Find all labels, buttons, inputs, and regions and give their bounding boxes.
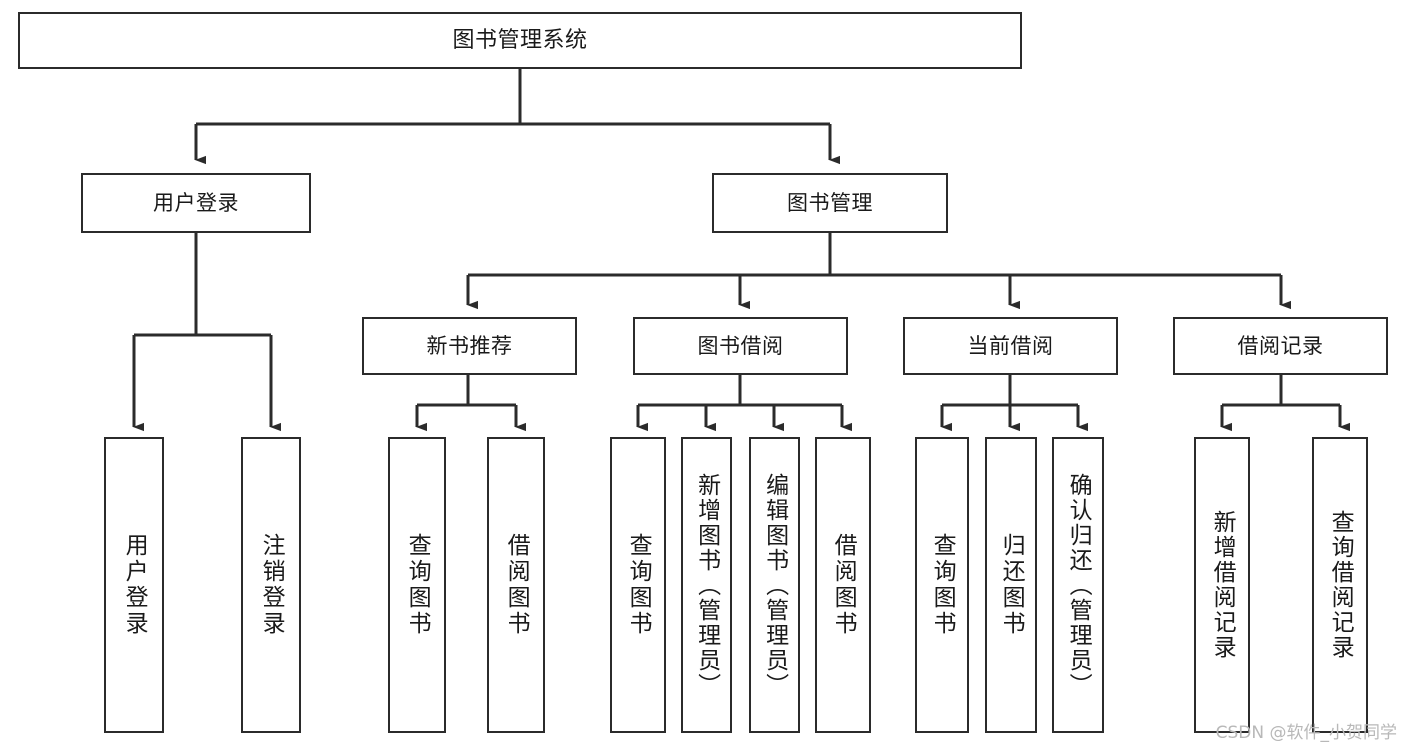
node-label: 编辑图书（管理员）	[761, 472, 788, 698]
node-label: 借阅图书	[830, 533, 857, 637]
leaf-borrow-record-add[interactable]: 新增借阅记录	[1194, 437, 1250, 733]
node-label: 当前借阅	[967, 333, 1054, 358]
node-new-book-recommend[interactable]: 新书推荐	[362, 317, 577, 375]
leaf-book-borrow-edit[interactable]: 编辑图书（管理员）	[749, 437, 800, 733]
leaf-new-book-borrow[interactable]: 借阅图书	[487, 437, 545, 733]
leaf-new-book-query[interactable]: 查询图书	[388, 437, 446, 733]
leaf-current-borrow-confirm[interactable]: 确认归还（管理员）	[1052, 437, 1104, 733]
node-borrow-record[interactable]: 借阅记录	[1173, 317, 1388, 375]
leaf-borrow-record-query[interactable]: 查询借阅记录	[1312, 437, 1368, 733]
node-book-management[interactable]: 图书管理	[712, 173, 948, 233]
node-label: 归还图书	[998, 533, 1025, 637]
leaf-current-borrow-query[interactable]: 查询图书	[915, 437, 969, 733]
leaf-user-login-logout[interactable]: 注销登录	[241, 437, 301, 733]
node-label: 借阅记录	[1237, 333, 1324, 358]
node-label: 确认归还（管理员）	[1065, 472, 1092, 698]
node-label: 查询图书	[929, 533, 956, 637]
node-label: 借阅图书	[503, 533, 530, 637]
node-label: 查询借阅记录	[1327, 510, 1354, 660]
node-label: 用户登录	[153, 190, 239, 215]
node-label: 查询图书	[404, 533, 431, 637]
leaf-book-borrow-query[interactable]: 查询图书	[610, 437, 666, 733]
leaf-user-login-login[interactable]: 用户登录	[104, 437, 164, 733]
node-label: 新书推荐	[426, 333, 513, 358]
watermark-text: CSDN @软件_小贺同学	[1215, 723, 1397, 743]
node-book-borrow[interactable]: 图书借阅	[633, 317, 848, 375]
node-label: 新增图书（管理员）	[693, 472, 720, 698]
node-label: 查询图书	[625, 533, 652, 637]
node-label: 用户登录	[121, 533, 148, 637]
node-root-library-system[interactable]: 图书管理系统	[18, 12, 1022, 69]
node-label: 新增借阅记录	[1209, 510, 1236, 660]
node-label: 图书借阅	[697, 333, 784, 358]
leaf-book-borrow-add[interactable]: 新增图书（管理员）	[681, 437, 732, 733]
node-user-login[interactable]: 用户登录	[81, 173, 311, 233]
node-current-borrow[interactable]: 当前借阅	[903, 317, 1118, 375]
node-label: 图书管理	[787, 190, 873, 215]
leaf-book-borrow-borrow[interactable]: 借阅图书	[815, 437, 871, 733]
node-label: 注销登录	[258, 533, 285, 637]
node-label: 图书管理系统	[452, 27, 588, 53]
leaf-current-borrow-return[interactable]: 归还图书	[985, 437, 1037, 733]
